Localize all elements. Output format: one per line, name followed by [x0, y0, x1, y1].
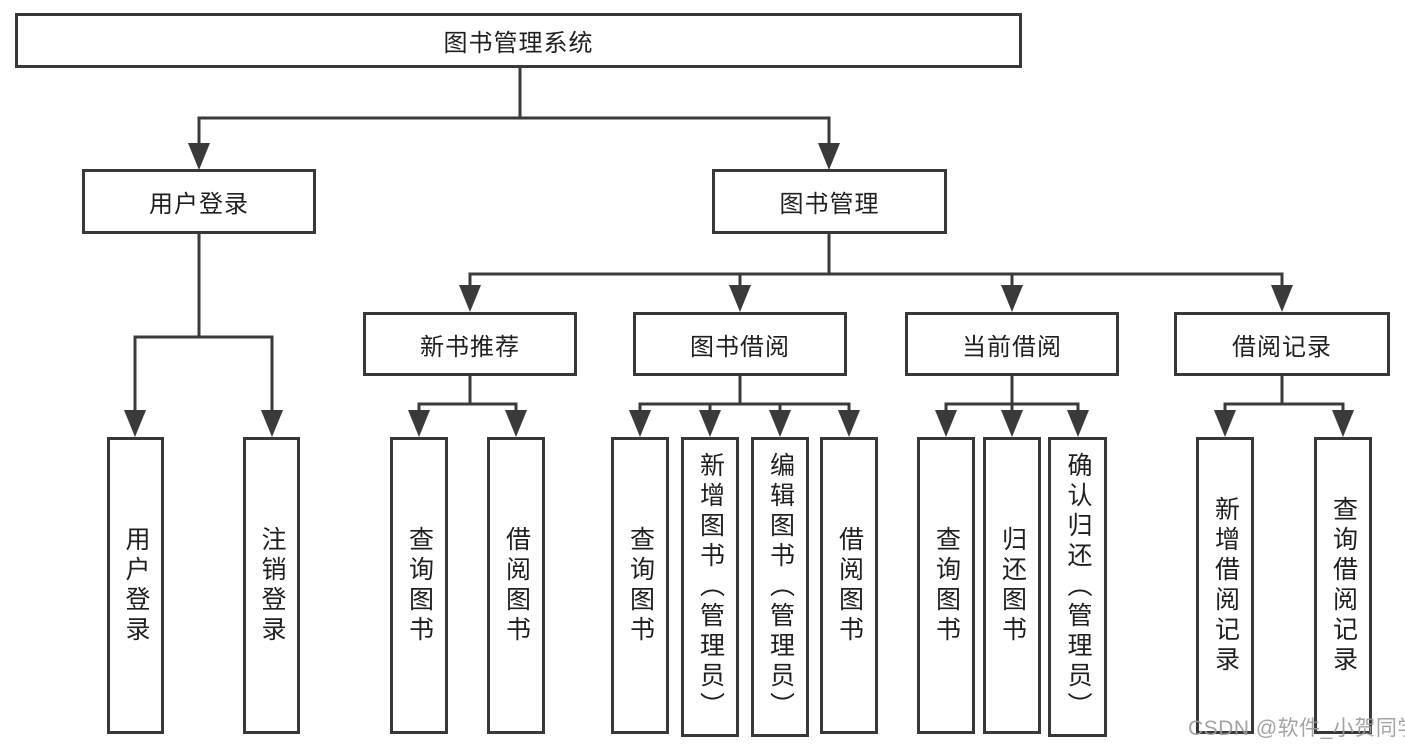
node-new-book-recommend: 新书推荐	[363, 312, 577, 376]
leaf-borrow-books: 借阅图书	[820, 437, 878, 734]
node-book-borrowing-label: 图书借阅	[690, 333, 790, 361]
leaf-user-login: 用户登录	[107, 437, 164, 734]
node-borrowing-records: 借阅记录	[1174, 312, 1390, 376]
leaf-return-books: 归还图书	[983, 437, 1041, 734]
leaf-edit-books-admin: 编辑图书（管理员）	[751, 437, 809, 737]
leaf-return-books-label: 归还图书	[998, 525, 1027, 646]
node-book-management: 图书管理	[712, 169, 947, 234]
leaf-add-books-admin-label: 新增图书（管理员）	[696, 452, 725, 722]
leaf-user-login-label: 用户登录	[122, 525, 150, 646]
csdn-watermark: CSDN @软件_小贺同学	[1188, 717, 1405, 740]
leaf-newbook-borrow-books-label: 借阅图书	[502, 525, 531, 646]
leaf-logout-label: 注销登录	[258, 525, 286, 646]
node-current-borrowing-label: 当前借阅	[962, 333, 1062, 361]
node-user-login-label: 用户登录	[149, 191, 249, 218]
leaf-query-borrow-record: 查询借阅记录	[1314, 437, 1372, 734]
leaf-add-borrow-record: 新增借阅记录	[1196, 437, 1254, 734]
leaf-add-borrow-record-label: 新增借阅记录	[1211, 495, 1240, 676]
node-current-borrowing: 当前借阅	[905, 312, 1119, 376]
leaf-newbook-query-books: 查询图书	[390, 437, 448, 734]
leaf-borrowing-query-books-label: 查询图书	[626, 525, 655, 646]
leaf-confirm-return-admin: 确认归还（管理员）	[1048, 437, 1107, 737]
node-root: 图书管理系统	[15, 13, 1022, 68]
leaf-logout: 注销登录	[243, 437, 300, 734]
node-user-login: 用户登录	[82, 169, 316, 234]
leaf-newbook-borrow-books: 借阅图书	[487, 437, 545, 734]
node-new-book-recommend-label: 新书推荐	[420, 333, 520, 361]
node-root-label: 图书管理系统	[443, 30, 594, 57]
leaf-borrowing-query-books: 查询图书	[611, 437, 669, 734]
leaf-query-borrow-record-label: 查询借阅记录	[1329, 495, 1358, 676]
leaf-edit-books-admin-label: 编辑图书（管理员）	[766, 452, 795, 722]
node-book-borrowing: 图书借阅	[633, 312, 847, 376]
node-book-management-label: 图书管理	[779, 191, 880, 218]
leaf-confirm-return-admin-label: 确认归还（管理员）	[1064, 452, 1092, 722]
leaf-current-query-books: 查询图书	[917, 437, 975, 734]
leaf-current-query-books-label: 查询图书	[932, 525, 961, 646]
node-borrowing-records-label: 借阅记录	[1232, 333, 1332, 361]
leaf-borrow-books-label: 借阅图书	[835, 525, 864, 646]
leaf-add-books-admin: 新增图书（管理员）	[681, 437, 739, 737]
leaf-newbook-query-books-label: 查询图书	[405, 525, 434, 646]
